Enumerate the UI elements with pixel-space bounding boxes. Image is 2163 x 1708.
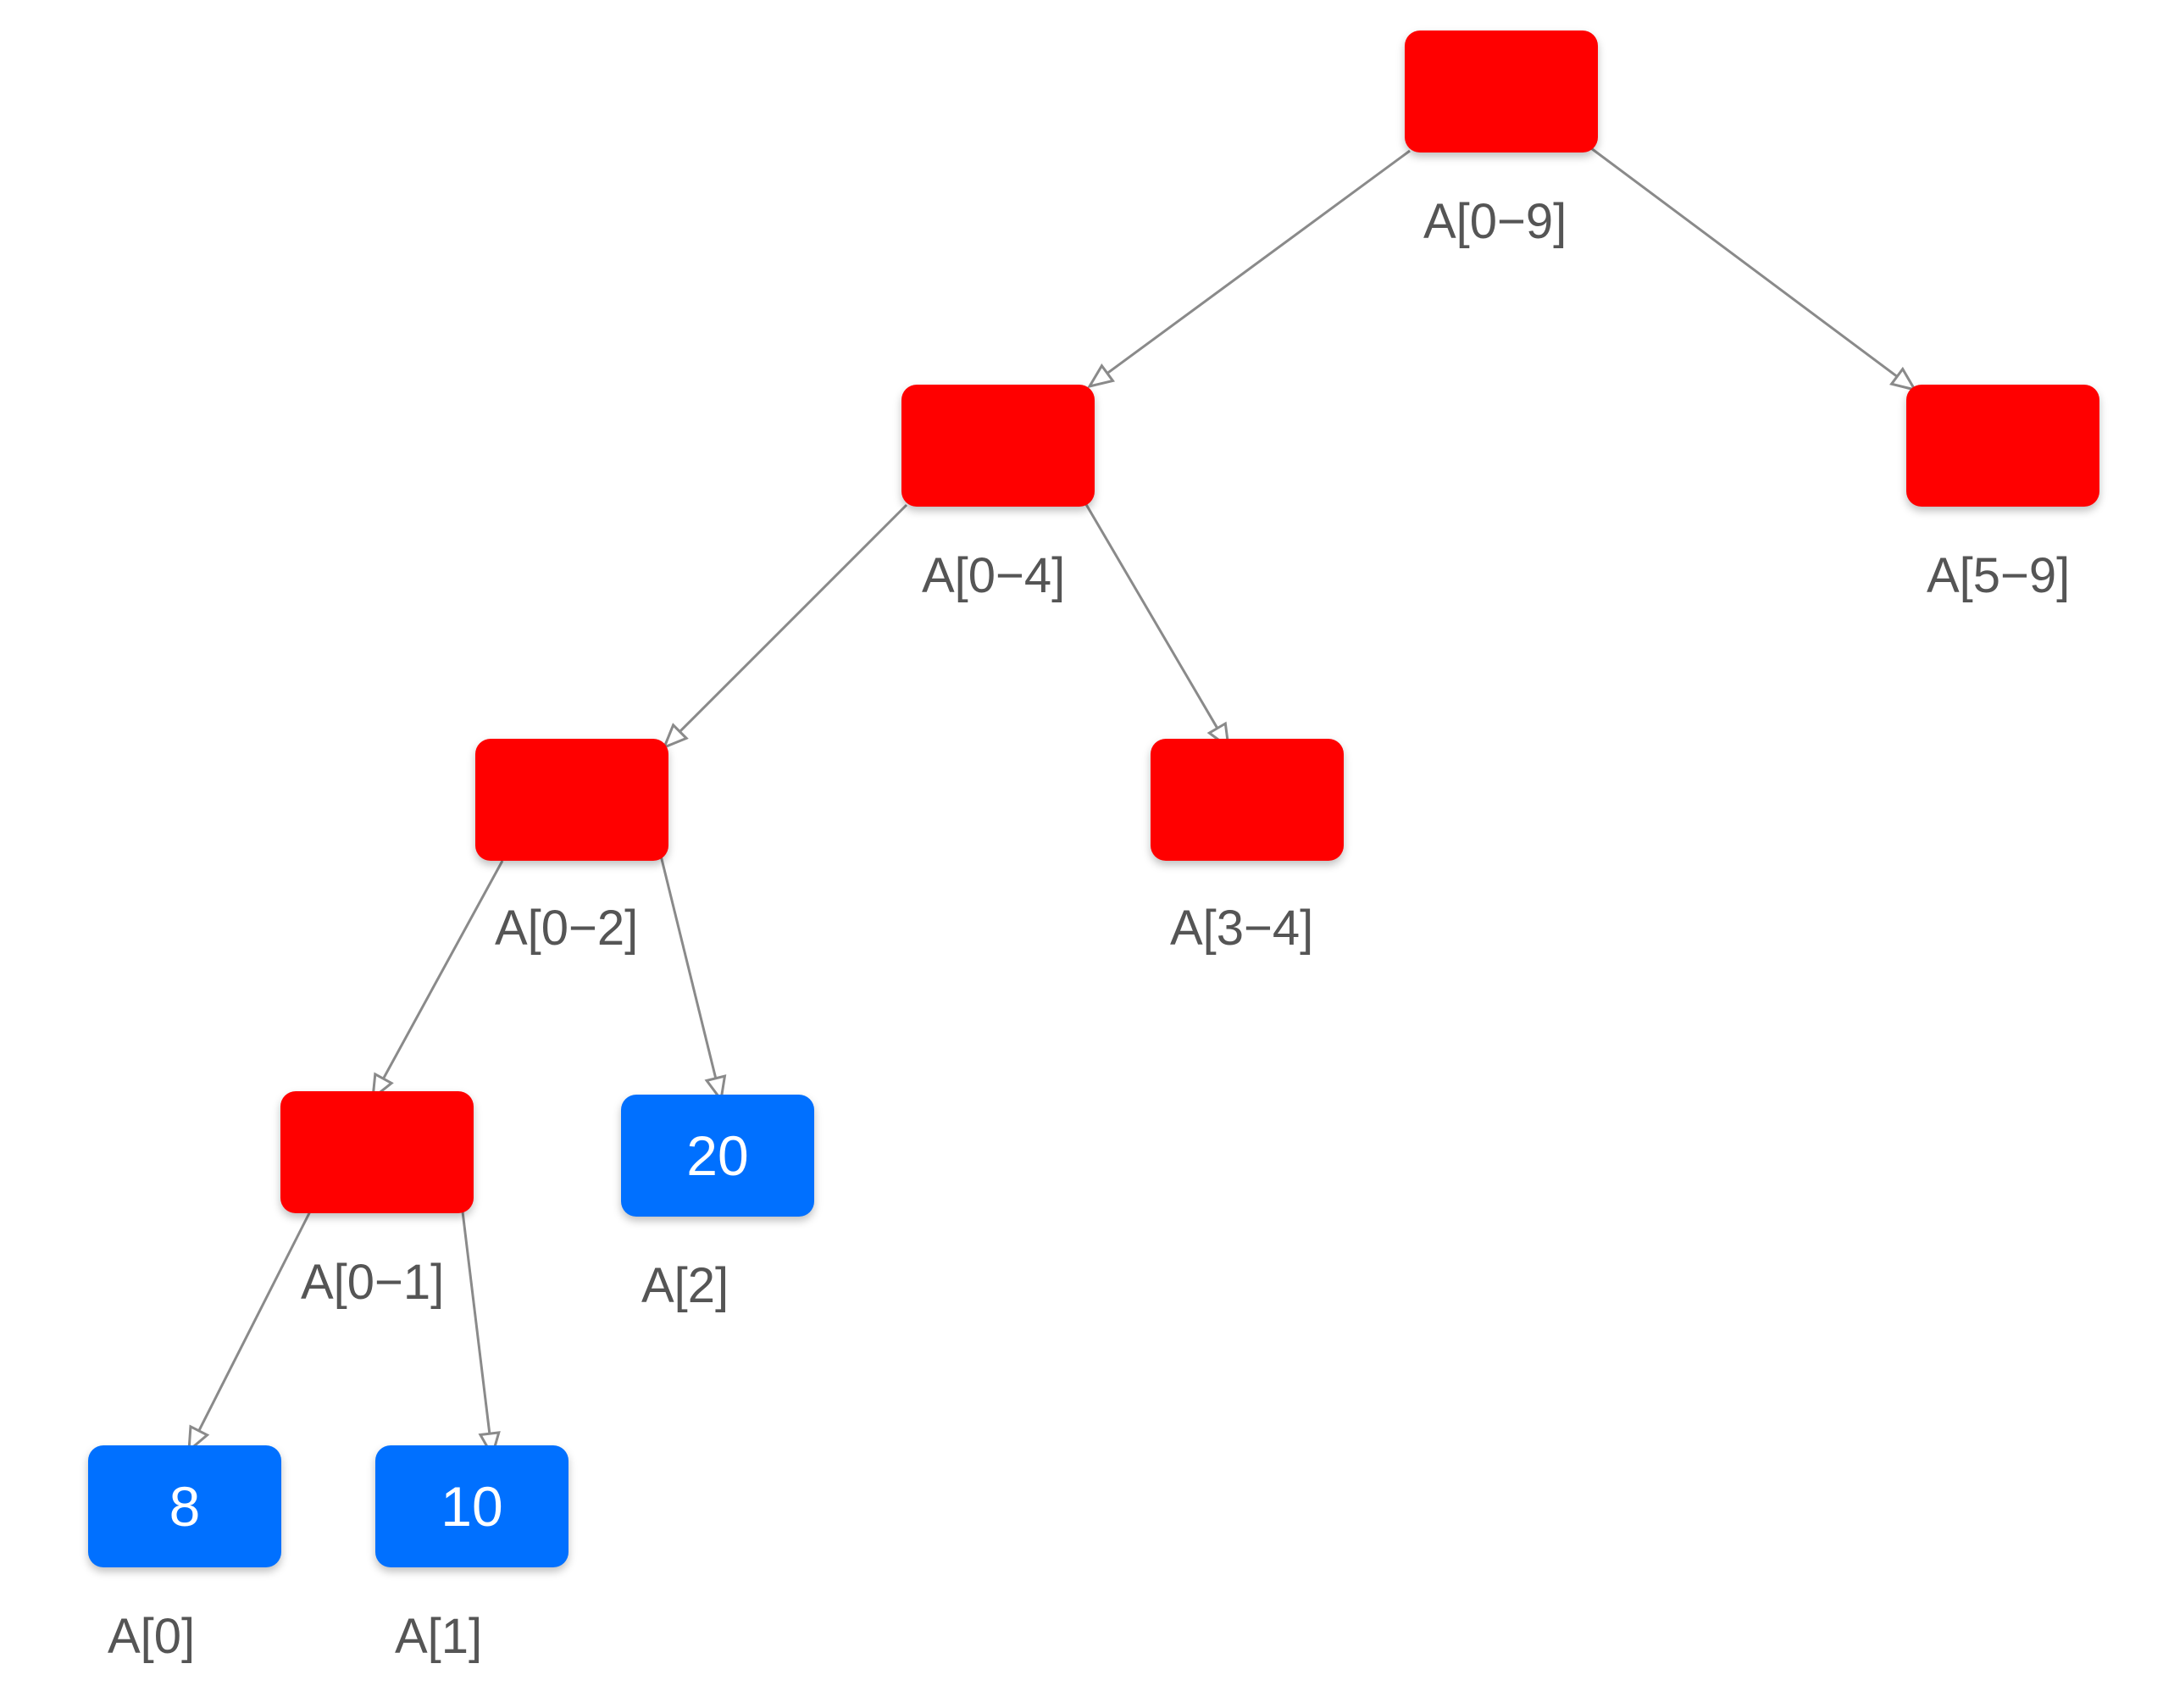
node-label-a-0-9: A[0−9] (1423, 194, 1567, 249)
edge-n02-n01 (382, 860, 504, 1079)
tree-node-a-5-9 (1906, 385, 2099, 507)
edge-n09-n59 (1587, 144, 1899, 378)
node-label-a-2: A[2] (641, 1258, 729, 1313)
edge-n09-n04 (1106, 149, 1411, 374)
tree-node-a-0-2 (475, 739, 668, 861)
node-label-a-5-9: A[5−9] (1927, 548, 2071, 603)
edge-n01-n0 (197, 1211, 312, 1432)
tree-node-a-0-4 (901, 385, 1095, 507)
node-label-a-3-4: A[3−4] (1170, 901, 1314, 956)
arrowhead-n04-n02 (662, 723, 689, 750)
node-label-a-0-4: A[0−4] (922, 548, 1066, 603)
arrowhead-n01-n0 (187, 1424, 210, 1454)
tree-node-a-3-4 (1151, 739, 1344, 861)
node-label-a-1: A[1] (395, 1609, 483, 1664)
arrowhead-n01-n1 (478, 1431, 501, 1459)
node-label-a-0: A[0] (108, 1609, 196, 1664)
edge-n02-n2 (659, 855, 718, 1079)
arrowhead-n09-n04 (1086, 363, 1116, 389)
node-label-a-0-1: A[0−1] (301, 1255, 445, 1310)
leaf-node-a-0: 8 (88, 1445, 281, 1567)
edge-n01-n1 (461, 1211, 491, 1434)
tree-node-a-0-1 (280, 1091, 474, 1213)
arrowhead-n09-n59 (1889, 366, 1918, 392)
tree-node-a-0-9 (1405, 30, 1598, 152)
arrowhead-n02-n2 (704, 1074, 727, 1103)
edge-n04-n02 (679, 503, 908, 733)
edge-n04-n34 (1083, 501, 1219, 729)
leaf-node-a-2: 20 (621, 1095, 814, 1217)
node-label-a-0-2: A[0−2] (495, 901, 639, 956)
leaf-node-a-1: 10 (375, 1445, 568, 1567)
